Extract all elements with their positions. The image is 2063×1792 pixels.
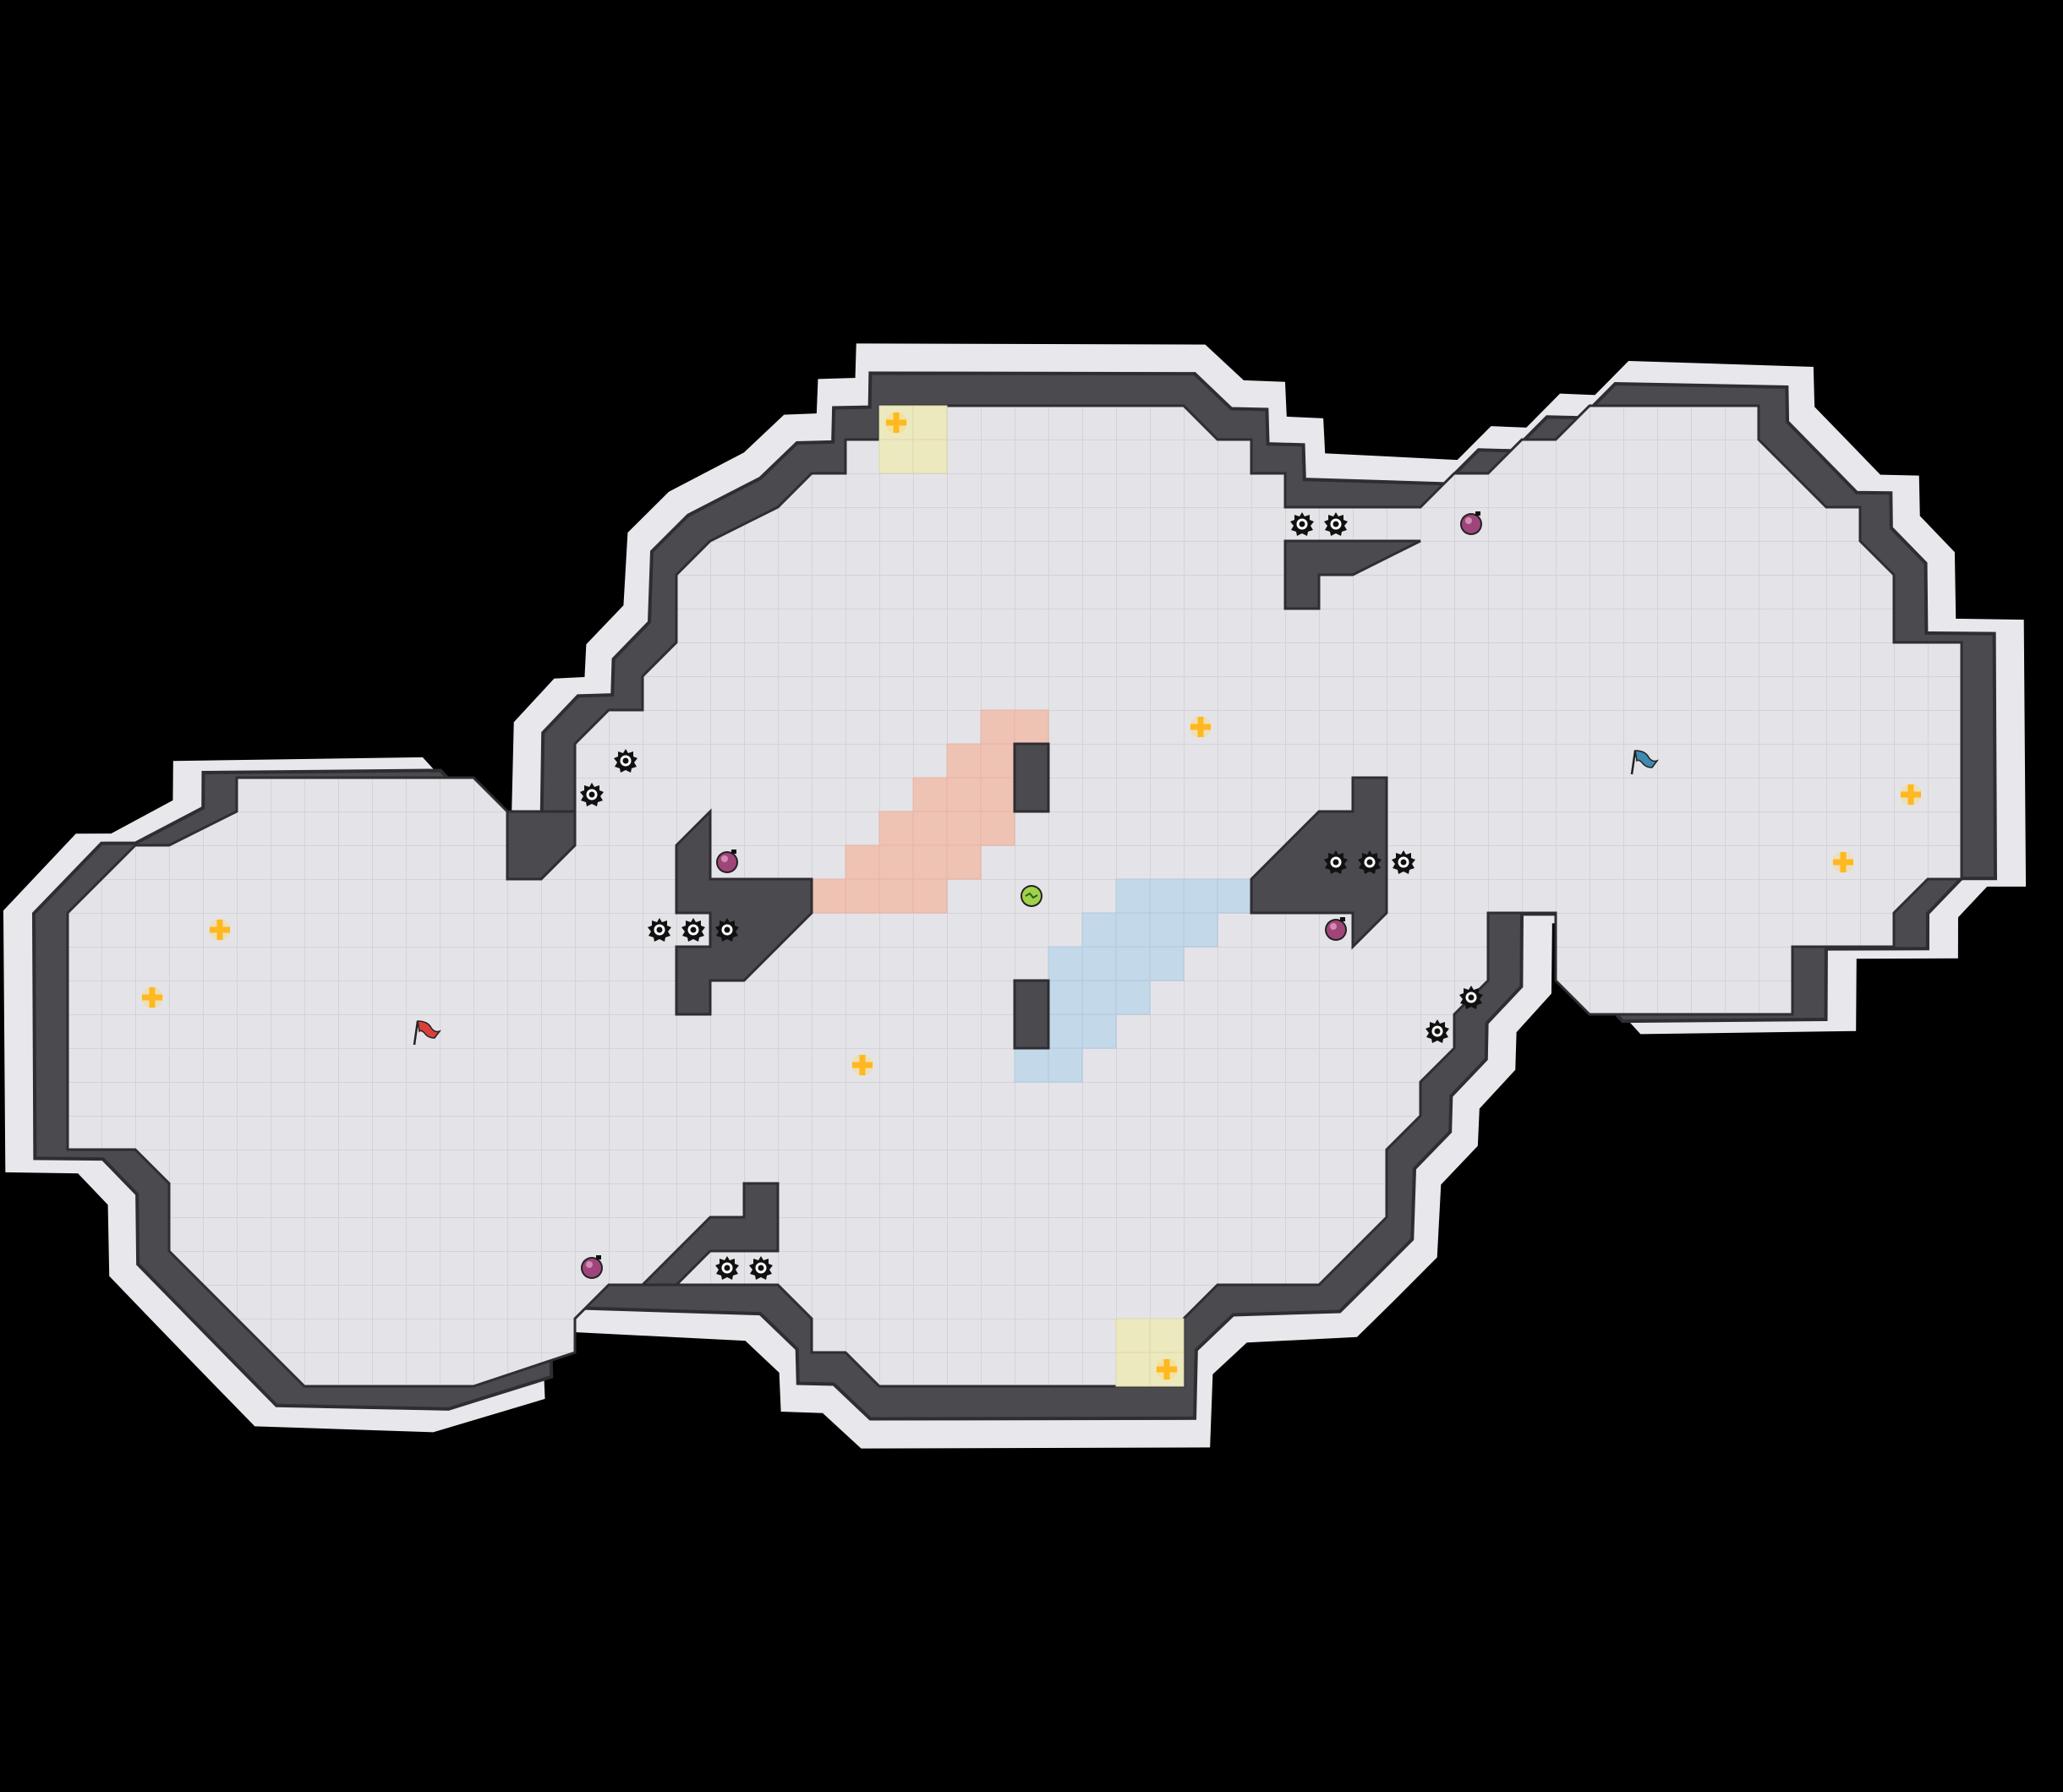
blue-flag-icon: [1630, 750, 1660, 775]
red-zone-tile: [912, 878, 948, 914]
inner-wall: [1283, 539, 1421, 610]
blue-zone-tile: [1081, 912, 1117, 948]
blue-zone-tile: [1149, 878, 1185, 914]
red-zone-tile: [980, 743, 1015, 779]
flag-cloth: [1634, 750, 1660, 768]
blue-zone-tile: [1149, 946, 1185, 981]
boost-tile: [1115, 1318, 1151, 1353]
powerup-icon: [1190, 716, 1212, 738]
floor-area: [66, 404, 1963, 1388]
center-ball-mark: [1025, 892, 1038, 899]
powerup-icon: [1832, 851, 1854, 873]
red-zone-tile: [946, 777, 982, 812]
center-ball-icon: [1021, 885, 1042, 907]
red-zone-tile: [1014, 709, 1049, 745]
red-zone-tile: [878, 844, 914, 880]
red-flag-icon: [413, 1020, 442, 1046]
powerup-icon: [1156, 1358, 1178, 1380]
flag-pole: [1630, 750, 1637, 775]
blue-zone-tile: [1115, 980, 1151, 1015]
red-zone-tile: [980, 777, 1015, 812]
blue-zone-tile: [1081, 946, 1117, 981]
boost-tile: [878, 439, 914, 474]
red-zone-tile: [980, 709, 1015, 745]
boost-tile: [912, 439, 948, 474]
red-zone-tile: [912, 811, 948, 846]
flag-pole: [413, 1020, 419, 1046]
powerup-icon: [209, 919, 231, 941]
blue-zone-tile: [1115, 878, 1151, 914]
inner-wall: [506, 810, 577, 881]
inner-wall: [1013, 979, 1050, 1050]
powerup-icon: [141, 986, 163, 1008]
blue-zone-tile: [1048, 946, 1083, 981]
blue-zone-tile: [1014, 1047, 1049, 1083]
red-zone-tile: [912, 844, 948, 880]
boost-tile: [1115, 1352, 1151, 1387]
blue-zone-tile: [1217, 878, 1252, 914]
boost-tile: [1149, 1318, 1185, 1353]
blue-zone-tile: [1149, 912, 1185, 948]
red-zone-tile: [946, 811, 982, 846]
red-zone-tile: [878, 811, 914, 846]
red-zone-tile: [946, 844, 982, 880]
red-zone-tile: [811, 878, 846, 914]
inner-wall: [675, 808, 813, 1016]
map-objects: [141, 412, 1922, 1380]
blue-zone-tile: [1081, 980, 1117, 1015]
blue-zone-tile: [1115, 946, 1151, 981]
inner-wall: [1013, 742, 1050, 813]
red-zone-tile: [980, 811, 1015, 846]
red-zone-tile: [946, 743, 982, 779]
blue-zone-tile: [1048, 1047, 1083, 1083]
red-zone-tile: [845, 878, 880, 914]
blue-zone-tile: [1115, 912, 1151, 948]
blue-zone-tile: [1183, 878, 1218, 914]
red-zone-tile: [878, 878, 914, 914]
flag-cloth: [417, 1020, 442, 1039]
blue-zone-tile: [1048, 1013, 1083, 1049]
inner-wall: [639, 1182, 780, 1287]
red-zone-tile: [845, 844, 880, 880]
powerup-icon: [1900, 784, 1922, 806]
powerup-icon: [851, 1054, 873, 1076]
blue-zone-tile: [1081, 1013, 1117, 1049]
inner-wall: [1250, 776, 1388, 950]
boost-tile: [912, 405, 948, 440]
blue-zone-tile: [1183, 912, 1218, 948]
red-zone-tile: [912, 777, 948, 812]
blue-zone-tile: [1048, 980, 1083, 1015]
powerup-icon: [885, 412, 907, 434]
inner-walls: [506, 539, 1421, 1287]
map-floor: [66, 404, 1963, 1388]
